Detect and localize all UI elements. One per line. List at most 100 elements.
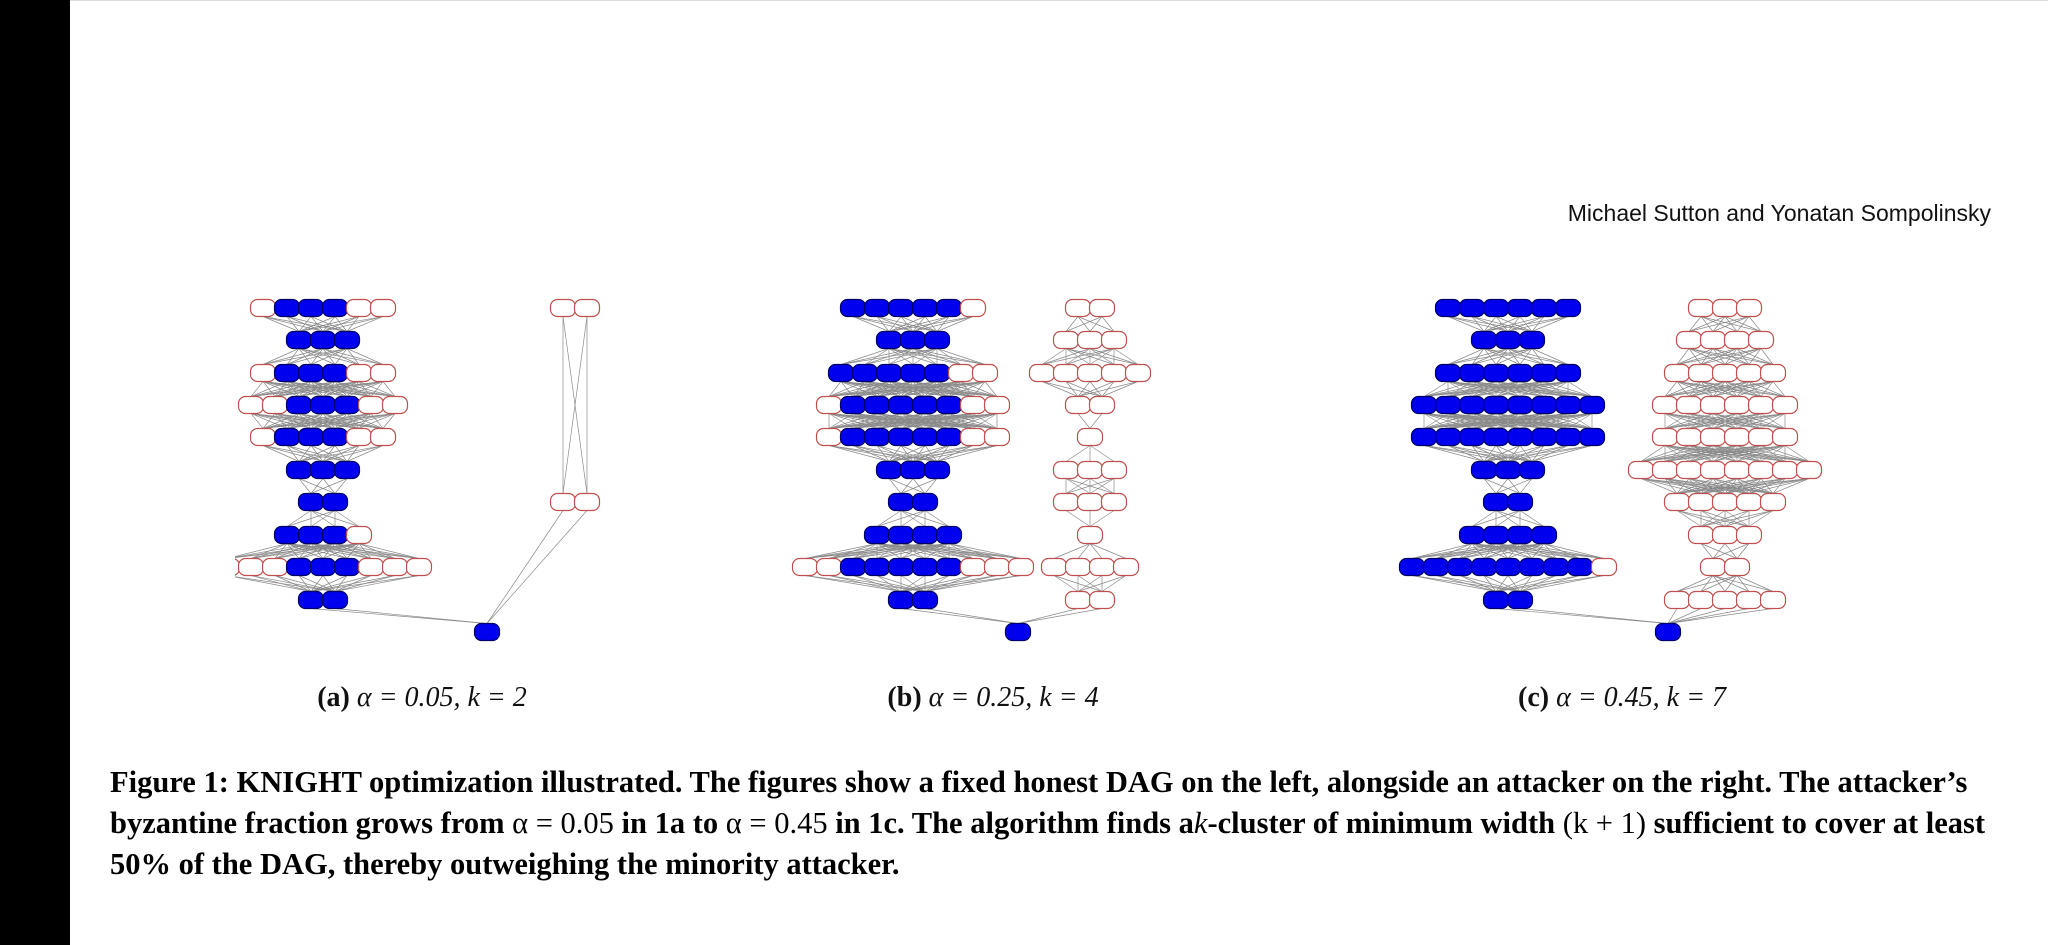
dag-edge xyxy=(1543,413,1593,429)
honest-block-node xyxy=(935,395,963,415)
dag-edge xyxy=(1519,478,1533,494)
dag-edge xyxy=(1519,348,1533,365)
dag-edge xyxy=(1495,413,1593,429)
honest-block-node xyxy=(863,298,891,318)
honest-block-node xyxy=(1518,557,1546,577)
subcaption-c: (c) α = 0.45, k = 7 xyxy=(1518,682,1726,714)
dag-edge xyxy=(486,510,564,624)
dag-edge xyxy=(1065,348,1115,365)
block-node xyxy=(237,557,265,577)
dag-edge xyxy=(804,543,878,559)
dag-edge xyxy=(1667,608,1678,624)
honest-block-node xyxy=(285,460,313,480)
honest-block-node xyxy=(1410,427,1438,447)
dag-edge xyxy=(1676,478,1714,494)
dag-edge xyxy=(1688,316,1702,332)
dag-edge xyxy=(298,575,312,592)
dag-edge xyxy=(1447,381,1569,397)
dag-edge xyxy=(1519,608,1669,624)
block-node xyxy=(1028,363,1056,383)
dag-edge xyxy=(262,348,348,365)
block-node xyxy=(1088,557,1116,577)
dag-edge xyxy=(1667,608,1750,624)
dag-edge xyxy=(250,575,312,592)
subcaption-a: (a) α = 0.05, k = 2 xyxy=(317,682,527,714)
dag-edge xyxy=(852,445,890,462)
dag-edge xyxy=(876,413,998,429)
block-node xyxy=(1771,460,1799,480)
dag-edge xyxy=(1065,381,1079,397)
dag-edge xyxy=(250,413,264,429)
dag-edge xyxy=(1447,348,1509,365)
dag-edge xyxy=(1077,413,1091,429)
dag-edge xyxy=(1664,413,1786,429)
honest-block-node xyxy=(1494,330,1522,350)
dag-edge xyxy=(262,413,348,429)
dag-edge xyxy=(1736,445,1786,462)
dag-edge xyxy=(274,381,384,397)
honest-block-node xyxy=(309,395,337,415)
dag-edge xyxy=(1017,608,1103,624)
honest-block-node xyxy=(887,395,915,415)
dag-edge xyxy=(310,348,348,365)
block-node xyxy=(381,557,409,577)
dag-edge xyxy=(840,348,914,365)
dag-edge xyxy=(1077,575,1103,592)
dag-edge xyxy=(250,381,288,397)
honest-block-node xyxy=(887,525,915,545)
dag-edge xyxy=(310,413,396,429)
dag-edge xyxy=(274,543,360,559)
dag-edge xyxy=(286,510,336,527)
dag-edge xyxy=(1567,381,1593,397)
dag-edge xyxy=(828,381,986,397)
dag-edge xyxy=(298,316,360,332)
block-node xyxy=(1076,330,1104,350)
dag-edge xyxy=(1676,575,1738,592)
dag-edge xyxy=(1700,510,1774,527)
dag-edge xyxy=(250,381,264,397)
caption-math-alpha-high: α = 0.45 xyxy=(725,806,828,840)
caption-math-width: (k + 1) xyxy=(1562,806,1646,840)
block-node xyxy=(1747,330,1775,350)
honest-block-node xyxy=(1470,330,1498,350)
caption-text: -cluster of minimum width xyxy=(1207,806,1556,840)
honest-block-node xyxy=(1446,557,1474,577)
honest-block-node xyxy=(1506,395,1534,415)
honest-block-node xyxy=(1530,298,1558,318)
honest-block-node xyxy=(1482,298,1510,318)
dag-edge xyxy=(1724,575,1738,592)
dag-edge xyxy=(888,445,926,462)
dag-edge xyxy=(900,478,938,494)
subcaption-label: (c) xyxy=(1518,682,1550,713)
dag-edge xyxy=(828,381,890,397)
subcaption-k: k = 7 xyxy=(1666,682,1726,713)
dag-edge xyxy=(1423,381,1545,397)
block-node xyxy=(983,557,1011,577)
dag-edge xyxy=(1700,510,1750,527)
dag-edge xyxy=(250,381,384,397)
dag-graph-b xyxy=(791,298,1152,642)
honest-block-node xyxy=(1482,427,1510,447)
dag-edge xyxy=(310,575,372,592)
dag-edge xyxy=(262,445,300,462)
honest-block-node xyxy=(1458,363,1486,383)
honest-block-node xyxy=(911,298,939,318)
honest-block-node xyxy=(321,298,349,318)
dag-edge xyxy=(852,575,902,592)
block-node xyxy=(983,395,1011,415)
dag-edge xyxy=(1495,608,1669,624)
dag-edge xyxy=(1543,543,1557,559)
dag-edge xyxy=(334,478,348,494)
block-node xyxy=(1076,427,1104,447)
dag-edge xyxy=(1483,316,1497,332)
dag-edge xyxy=(852,543,950,559)
dag-edge xyxy=(1113,348,1139,365)
dag-edge xyxy=(900,478,914,494)
dag-edge xyxy=(1667,608,1774,624)
honest-block-node xyxy=(1554,363,1582,383)
dag-edge xyxy=(1483,445,1497,462)
honest-block-node xyxy=(333,557,361,577)
dag-edge xyxy=(1053,575,1079,592)
dag-edge xyxy=(876,575,902,592)
dag-edge xyxy=(936,348,986,365)
